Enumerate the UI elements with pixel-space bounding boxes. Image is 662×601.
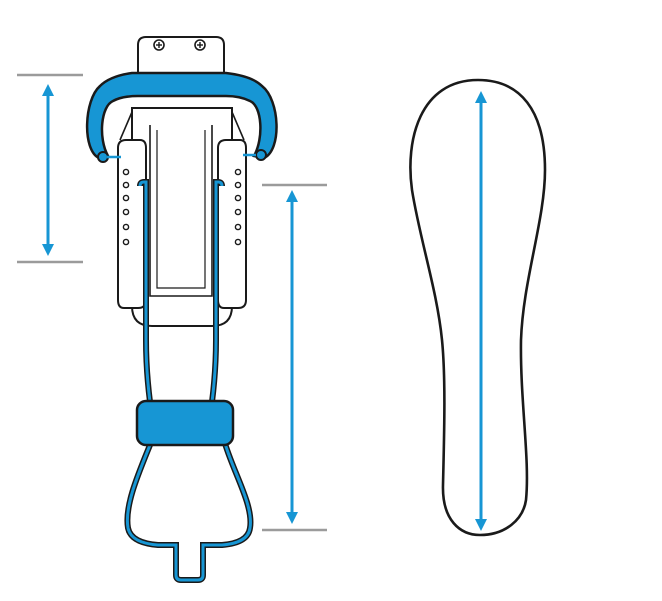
screw-icon (194, 39, 206, 51)
insole-icon (409, 78, 547, 537)
ski-boot-stretcher-icon (85, 36, 278, 583)
left-side-plate (117, 139, 147, 309)
adjustment-rods (137, 179, 225, 403)
guide-lines (17, 73, 327, 532)
frame-body (119, 107, 245, 327)
heel-block (135, 399, 235, 447)
foot-loop (124, 438, 254, 583)
mounting-plate (137, 36, 225, 81)
measurement-arrows (42, 84, 487, 531)
right-side-plate (217, 139, 247, 309)
screw-icon (153, 39, 165, 51)
top-clamp-band (85, 71, 278, 163)
